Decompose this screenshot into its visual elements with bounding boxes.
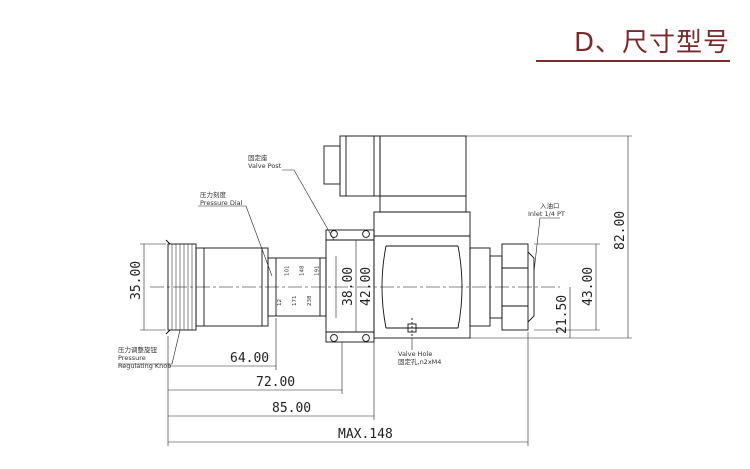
dial-mark-label: 148 bbox=[300, 265, 306, 276]
dim-72: 72.00 bbox=[256, 375, 295, 390]
label-valve-post-en: Valve Post bbox=[248, 162, 282, 170]
dial-marks: 12 101 171 148 238 191 bbox=[277, 265, 321, 306]
label-valve-post-cn: 固定座 bbox=[248, 153, 268, 162]
main-housing bbox=[373, 211, 471, 339]
label-knob-en-1: Pressure bbox=[118, 354, 146, 362]
dial-mark-label: 12 bbox=[277, 299, 283, 306]
label-inlet-en: Inlet 1/4 PT bbox=[528, 210, 565, 218]
dimension-lines bbox=[118, 135, 632, 446]
label-pressure-dial-en: Pressure Dial bbox=[200, 199, 243, 207]
dim-21-50: 21.50 bbox=[555, 295, 570, 334]
electrical-connector bbox=[323, 135, 467, 213]
dim-35: 35.00 bbox=[129, 261, 144, 300]
dim-85: 85.00 bbox=[272, 401, 311, 416]
page-title: D、尺寸型号 bbox=[573, 28, 730, 58]
dim-42: 42.00 bbox=[359, 267, 374, 306]
label-inlet-cn: 入油口 bbox=[540, 201, 560, 210]
label-knob-cn: 压力调整旋钮 bbox=[118, 345, 158, 354]
label-knob-en-2: Regulating Knob bbox=[118, 362, 171, 370]
dial-mark-label: 171 bbox=[292, 296, 298, 307]
dial-mark-label: 238 bbox=[307, 295, 313, 306]
label-valve-hole-cn: 固定孔,n2xM4 bbox=[398, 357, 441, 366]
dim-64: 64.00 bbox=[230, 351, 269, 366]
dial-mark-label: 101 bbox=[285, 266, 291, 277]
dim-38: 38.00 bbox=[341, 267, 356, 306]
label-valve-hole-en: Valve Hole bbox=[398, 350, 432, 358]
title-underline bbox=[536, 60, 730, 62]
dial-mark-label: 191 bbox=[315, 266, 321, 277]
dim-82: 82.00 bbox=[613, 211, 628, 250]
dim-max-148: MAX.148 bbox=[338, 427, 393, 442]
dim-43: 43.00 bbox=[581, 267, 596, 306]
valve-hole bbox=[407, 318, 417, 338]
label-pressure-dial-cn: 压力刻度 bbox=[200, 190, 227, 199]
